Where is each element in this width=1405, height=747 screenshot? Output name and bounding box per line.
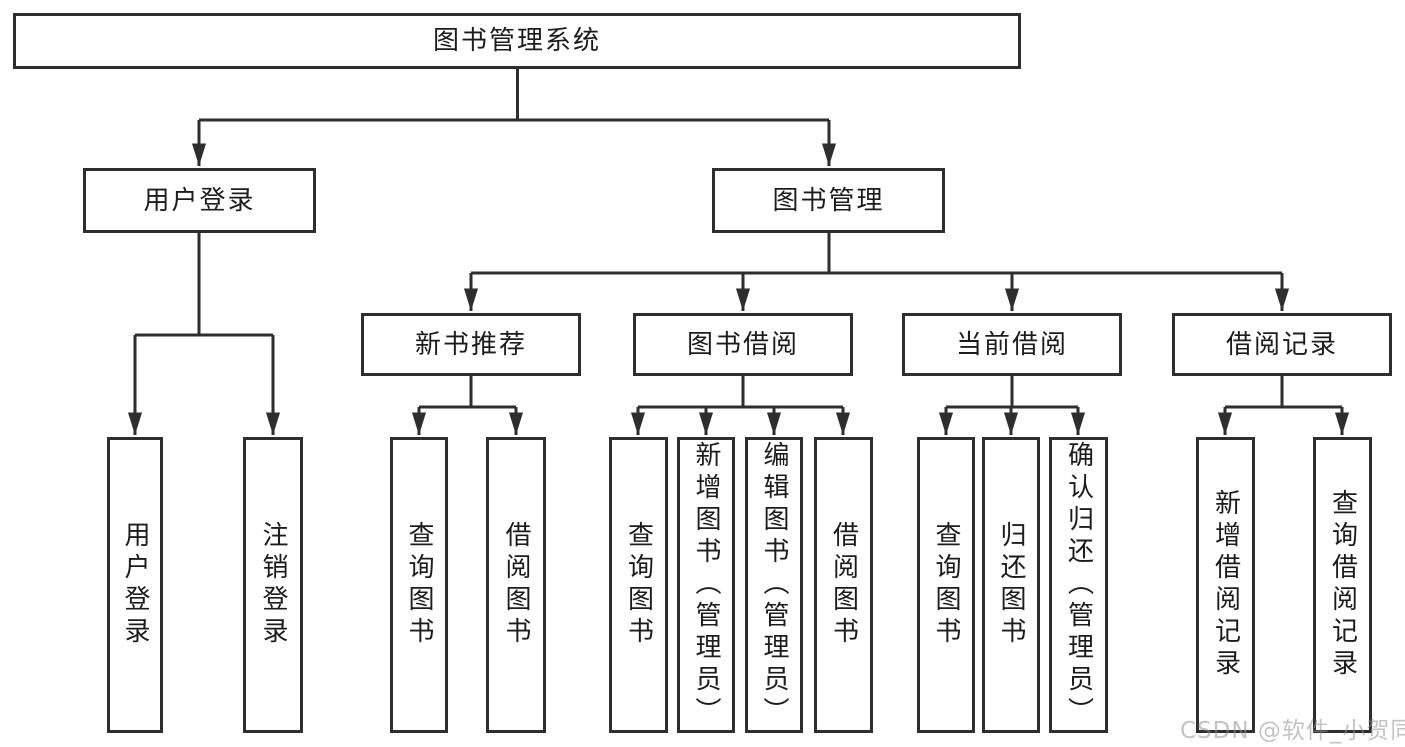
node-new-book-recommend: 新书推荐: [361, 313, 581, 376]
node-label: 新增借阅记录: [1210, 489, 1241, 681]
node-label: 注销登录: [258, 521, 288, 649]
node-book-borrow: 图书借阅: [633, 313, 853, 376]
node-label: 编辑图书（管理员）: [759, 441, 789, 729]
node-label: 新书推荐: [414, 329, 527, 360]
node-user-login-module: 用户登录: [83, 168, 316, 233]
leaf-query-books-borrow: 查询图书: [609, 437, 668, 733]
leaf-user-login: 用户登录: [107, 437, 163, 733]
node-label: 借阅记录: [1225, 329, 1338, 360]
csdn-watermark: CSDN @软件_小贺同学: [1180, 718, 1405, 744]
node-label: 查询图书: [623, 521, 654, 649]
node-label: 新增图书（管理员）: [691, 441, 721, 729]
node-borrow-records: 借阅记录: [1172, 313, 1392, 376]
leaf-edit-books-admin: 编辑图书（管理员）: [745, 437, 803, 733]
leaf-logout: 注销登录: [243, 437, 303, 733]
leaf-confirm-return-admin: 确认归还（管理员）: [1049, 437, 1108, 733]
node-label: 确认归还（管理员）: [1063, 441, 1094, 729]
node-label: 用户登录: [120, 521, 150, 649]
node-label: 查询图书: [404, 521, 434, 649]
node-label: 图书管理: [772, 185, 885, 216]
leaf-add-books-admin: 新增图书（管理员）: [677, 437, 735, 733]
node-label: 查询借阅记录: [1327, 489, 1358, 681]
leaf-query-borrow-record: 查询借阅记录: [1313, 437, 1372, 733]
node-label: 图书借阅: [686, 329, 799, 360]
node-root-system: 图书管理系统: [13, 13, 1021, 69]
node-label: 借阅图书: [501, 521, 531, 649]
node-current-borrow: 当前借阅: [902, 313, 1122, 376]
node-label: 用户登录: [143, 185, 256, 216]
leaf-borrow-books: 借阅图书: [814, 437, 873, 733]
node-label: 图书管理系统: [432, 26, 601, 56]
leaf-add-borrow-record: 新增借阅记录: [1196, 437, 1255, 733]
node-book-management-module: 图书管理: [712, 168, 945, 233]
leaf-query-books-current: 查询图书: [917, 437, 975, 733]
leaf-borrow-books-recommend: 借阅图书: [486, 437, 546, 733]
node-label: 查询图书: [931, 521, 961, 649]
node-label: 归还图书: [996, 521, 1026, 649]
node-label: 借阅图书: [828, 521, 859, 649]
node-label: 当前借阅: [955, 329, 1068, 360]
leaf-query-books-recommend: 查询图书: [390, 437, 448, 733]
leaf-return-books: 归还图书: [982, 437, 1040, 733]
